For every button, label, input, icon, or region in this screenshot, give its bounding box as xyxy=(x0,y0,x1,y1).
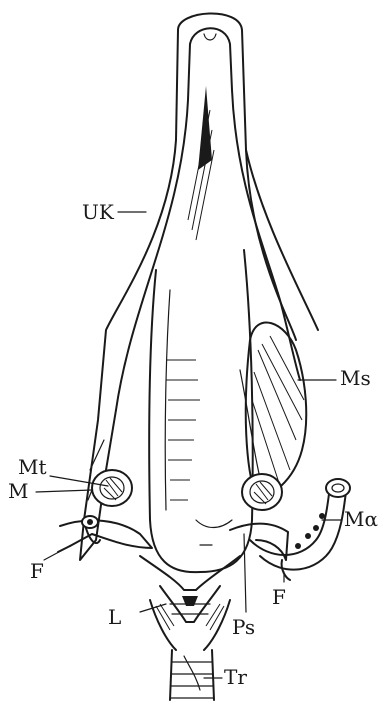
trachea xyxy=(170,650,214,700)
label-ps: Ps xyxy=(232,615,255,639)
muscle-ms xyxy=(240,322,306,500)
label-tr: Tr xyxy=(224,665,247,689)
label-ma: Mα xyxy=(344,507,378,531)
label-ms: Ms xyxy=(340,366,371,390)
process-left xyxy=(58,516,152,552)
label-f-left: F xyxy=(30,559,44,583)
label-uk: UK xyxy=(82,200,115,224)
tongue-body xyxy=(149,250,252,572)
label-f-right: F xyxy=(272,585,286,609)
label-l: L xyxy=(108,605,121,629)
label-m: M xyxy=(8,479,28,503)
label-mt: Mt xyxy=(18,455,47,479)
ring-right xyxy=(242,474,282,510)
ring-left xyxy=(92,470,132,506)
larynx xyxy=(140,556,240,650)
process-right xyxy=(230,524,290,581)
